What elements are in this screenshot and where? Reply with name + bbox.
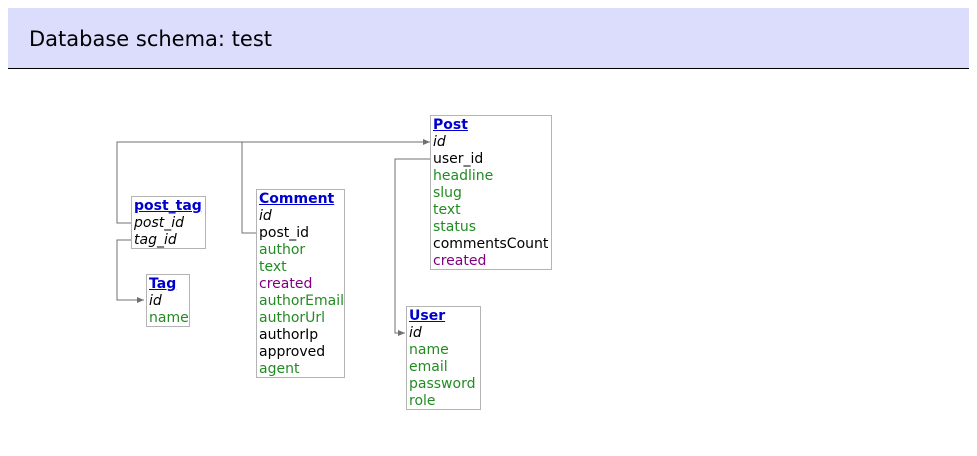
relation-line-post-tag-to-tag [116,239,144,303]
column-post-status: status [433,219,477,235]
column-user-password: password [409,376,476,392]
table-tag-title[interactable]: Tag [149,276,177,292]
column-user-role: role [409,393,436,409]
column-comment-author: author [259,242,306,258]
column-comment-agent: agent [259,361,300,377]
column-comment-text: text [259,259,287,275]
column-post-user-id: user_id [433,151,484,167]
column-user-name: name [409,342,449,358]
column-user-email: email [409,359,448,375]
column-post-tag-tag-id: tag_id [134,232,177,248]
column-comment-id: id [259,208,272,224]
column-user-id: id [409,325,422,341]
column-post-commentscount: commentsCount [433,236,549,252]
table-post-tag-title[interactable]: post_tag [134,198,202,214]
column-post-text: text [433,202,461,218]
column-comment-authorurl: authorUrl [259,310,326,326]
column-tag-id: id [149,293,162,309]
column-post-created: created [433,253,487,269]
page-title: Database schema: test [29,27,272,51]
column-comment-authorip: authorIp [259,327,319,343]
relation-line-comment-to-post [241,142,257,234]
column-comment-post-id: post_id [259,225,310,241]
column-tag-name: name [149,310,189,326]
column-post-tag-post-id: post_id [134,215,185,231]
table-post-title[interactable]: Post [433,117,468,133]
column-comment-authoremail: authorEmail [259,293,344,309]
page-header: Database schema: test [8,8,969,69]
column-comment-created: created [259,276,313,292]
table-comment-title[interactable]: Comment [259,191,335,207]
column-post-id: id [433,134,446,150]
column-comment-approved: approved [259,344,326,360]
table-user-title[interactable]: User [409,308,446,324]
column-post-headline: headline [433,168,494,184]
column-post-slug: slug [433,185,462,201]
